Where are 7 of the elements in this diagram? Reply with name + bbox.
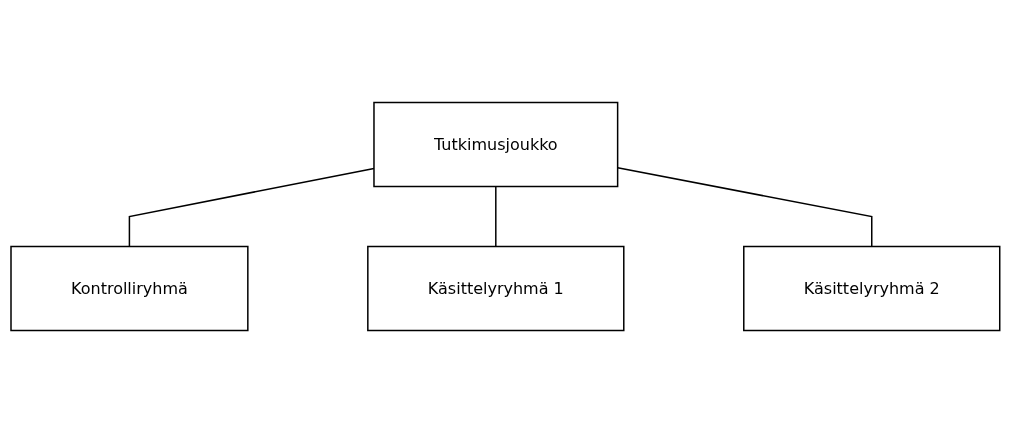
node-box: Tutkimusjoukko [373, 101, 619, 187]
node-box: Käsittelyryhmä 2 [743, 245, 1001, 331]
node-box: Kontrolliryhmä [10, 245, 249, 331]
connector [617, 166, 873, 247]
connector [495, 185, 497, 247]
connector [128, 167, 375, 247]
node-box: Käsittelyryhmä 1 [367, 245, 625, 331]
